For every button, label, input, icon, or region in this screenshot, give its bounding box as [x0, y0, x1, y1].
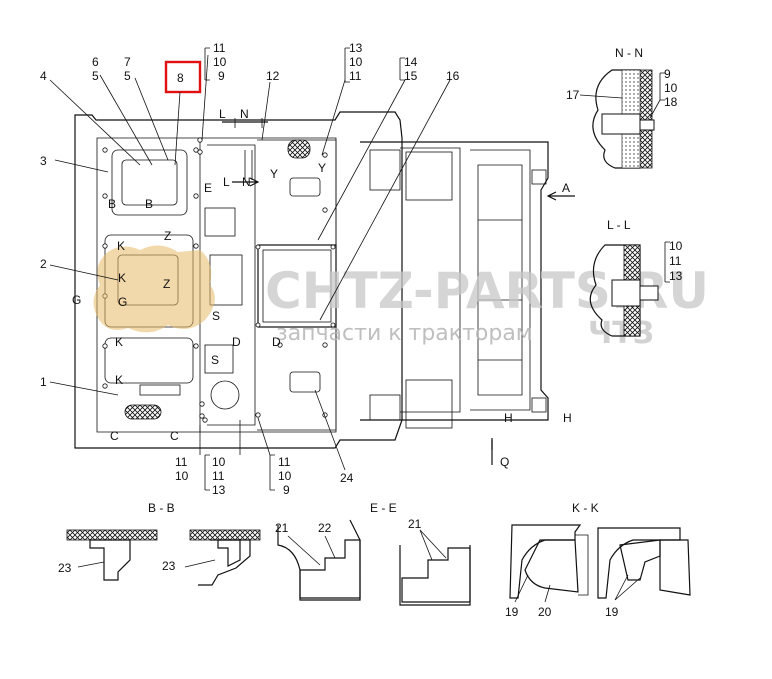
- view-b-b: B - B 23 23: [58, 501, 261, 586]
- callout-13-top: 13: [349, 41, 363, 55]
- view-e-e-title: E - E: [370, 501, 397, 515]
- mark-S2: S: [211, 353, 219, 367]
- callout-10-a: 10: [175, 469, 189, 483]
- mark-L1: L: [219, 107, 226, 121]
- view-b-b-label-23b: 23: [162, 559, 176, 573]
- callout-6: 6: [92, 55, 99, 69]
- callout-11-b: 11: [349, 69, 362, 83]
- view-n-n-label-17: 17: [566, 88, 580, 102]
- view-n-n-label-18: 18: [664, 95, 678, 109]
- mark-D1: D: [232, 335, 241, 349]
- callout-4: 4: [40, 69, 47, 83]
- mark-C2: C: [170, 429, 179, 443]
- view-l-l-title: L - L: [607, 218, 631, 232]
- view-n-n-label-9: 9: [664, 67, 671, 81]
- mark-Q: Q: [500, 455, 509, 469]
- mark-D2: D: [272, 335, 281, 349]
- mark-Y2: Y: [318, 161, 326, 175]
- callout-15: 15: [404, 69, 418, 83]
- callout-10-top: 10: [213, 55, 227, 69]
- callout-7: 7: [124, 55, 131, 69]
- view-l-l-label-13: 13: [669, 269, 683, 283]
- mark-Z1: Z: [164, 229, 171, 243]
- view-e-e-label-21b: 21: [408, 517, 422, 531]
- mark-K4: K: [115, 373, 123, 387]
- callout-10-c: 10: [278, 469, 292, 483]
- view-k-k-title: K - K: [572, 501, 599, 515]
- mark-K1: K: [117, 239, 125, 253]
- mark-L2: L: [223, 175, 230, 189]
- callout-5b: 5: [124, 69, 131, 83]
- callout-1: 1: [40, 375, 47, 389]
- callout-12: 12: [266, 69, 280, 83]
- mark-K2: K: [118, 271, 126, 285]
- callout-11-top: 11: [213, 41, 226, 55]
- view-l-l: L - L 10 11 13: [589, 218, 683, 337]
- mark-H1: H: [504, 411, 513, 425]
- watermark-brand: ЧТЗ: [588, 316, 654, 351]
- watermark-subtitle: запчасти к тракторам: [276, 321, 532, 346]
- view-b-b-title: B - B: [148, 501, 175, 515]
- view-n-n-title: N - N: [615, 46, 643, 60]
- mark-S1: S: [212, 309, 220, 323]
- mark-Y1: Y: [270, 167, 278, 181]
- callout-9-top: 9: [218, 69, 225, 83]
- mark-B1: B: [108, 197, 116, 211]
- mark-C1: C: [110, 429, 119, 443]
- view-k-k-label-19b: 19: [605, 605, 619, 619]
- callout-9-c: 9: [283, 483, 290, 497]
- callout-11-d: 11: [212, 469, 225, 483]
- mark-A: A: [562, 181, 570, 195]
- callout-8-label: 8: [177, 71, 184, 85]
- mark-K3: K: [115, 335, 123, 349]
- view-n-n: N - N 17 9 10 18: [566, 46, 678, 169]
- callout-24: 24: [340, 471, 354, 485]
- callout-10-d: 10: [212, 455, 226, 469]
- view-n-n-label-10: 10: [664, 81, 678, 95]
- view-e-e: E - E 21 22 21: [275, 501, 471, 606]
- mark-H2: H: [563, 411, 572, 425]
- callout-10-b: 10: [349, 55, 363, 69]
- view-b-b-label-23a: 23: [58, 561, 72, 575]
- callout-11-c: 11: [278, 455, 291, 469]
- callout-2: 2: [40, 257, 47, 271]
- view-k-k-label-20: 20: [538, 605, 552, 619]
- view-e-e-label-22: 22: [318, 521, 332, 535]
- callout-16: 16: [446, 69, 460, 83]
- mark-N2: N: [242, 175, 251, 189]
- callout-13-a: 13: [212, 483, 226, 497]
- view-k-k: K - K 19 20 19: [505, 501, 691, 619]
- view-k-k-label-19a: 19: [505, 605, 519, 619]
- callout-11-a: 11: [175, 455, 188, 469]
- mark-G2: G: [118, 295, 127, 309]
- callout-5a: 5: [92, 69, 99, 83]
- mark-E1: E: [204, 181, 212, 195]
- section-marks: L N L N Y Y E B B K K Z Z G G K K S S D …: [72, 107, 572, 469]
- view-l-l-label-10: 10: [669, 239, 683, 253]
- highlighted-callout-8[interactable]: 8: [164, 60, 202, 166]
- callout-14: 14: [404, 55, 418, 69]
- mark-N1: N: [240, 107, 249, 121]
- mark-B2: B: [145, 197, 153, 211]
- view-e-e-label-21: 21: [275, 521, 289, 535]
- leader-lines: [49, 47, 575, 491]
- callout-3: 3: [40, 154, 47, 168]
- mark-G1: G: [72, 293, 81, 307]
- mark-Z2: Z: [163, 277, 170, 291]
- view-l-l-label-11: 11: [669, 254, 682, 268]
- callout-labels: 4 3 2 1 6 5 7 5 11 10 9 12 13 10 11 14 1…: [40, 41, 460, 497]
